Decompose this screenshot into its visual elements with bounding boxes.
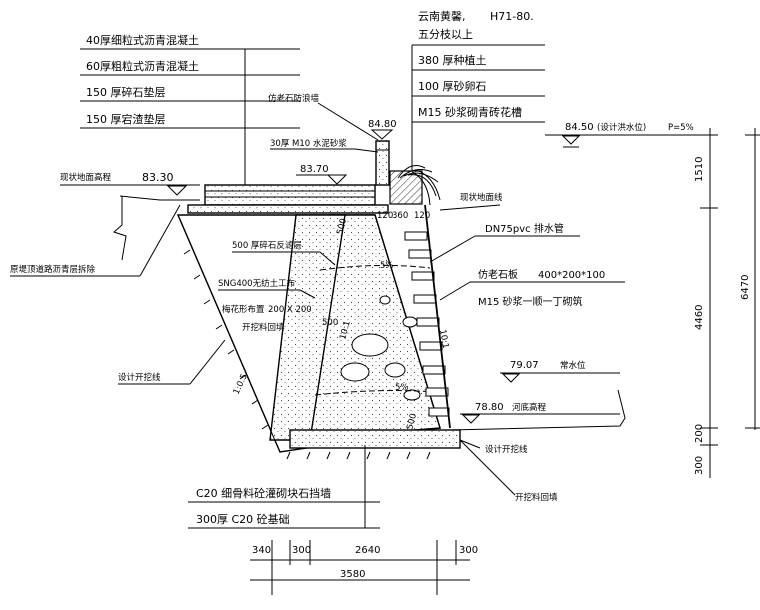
stone-facing — [404, 231, 450, 417]
elev-ground: 83.30 — [142, 171, 174, 184]
pipe-grid-label: 200 X 200 — [268, 305, 312, 315]
layer-asphalt-coarse: 60厚粗粒式沥青混凝土 — [86, 59, 199, 73]
flood-level-label: (设计洪水位) — [597, 122, 646, 133]
dim-3580: 3580 — [340, 569, 365, 580]
stone-panel-label: 仿老石板 — [478, 268, 518, 281]
dim-300-right: 300 — [459, 545, 478, 556]
plant-species-height: H71-80. — [490, 10, 534, 23]
layer-gravel: 150 厚碎石垫层 — [86, 85, 166, 99]
elev-riverbed: 78.80 — [475, 402, 504, 413]
cap-wall: 仿老石防浪墙 84.80 30厚 M10 水泥砂浆 83.70 — [268, 93, 397, 186]
right-excavation-labels: 设计开挖线 开挖料回填 — [459, 439, 558, 503]
slope-5pct-lower: 5% — [395, 383, 409, 393]
dim-500-bottom: 500 — [405, 413, 419, 431]
dim-120-right: 120 — [414, 211, 430, 221]
existing-ground-label: 现状地面高程 — [60, 172, 112, 183]
dim-200: 200 — [694, 424, 705, 443]
planting-box — [389, 165, 441, 206]
dim-300-vertical: 300 — [694, 456, 705, 475]
mortar-label: 30厚 M10 水泥砂浆 — [270, 138, 347, 149]
vertical-dimensions: 1510 4460 200 300 6470 — [694, 128, 760, 478]
slope-1-0.5: 1:0.5 — [232, 372, 250, 396]
dim-120-left: 120 — [377, 211, 393, 221]
dim-4460: 4460 — [694, 305, 705, 330]
cap-stone-label: 仿老石防浪墙 — [268, 93, 320, 104]
demolish-label: 原堤顶道路沥青层拆除 — [10, 264, 96, 275]
planting-labels: 云南黄馨, H71-80. 五分枝以上 380 厚种植土 100 厚砂卵石 M1… — [411, 9, 545, 180]
horizontal-dimensions: 340 300 2640 300 3580 — [250, 540, 478, 595]
planting-gravel: 100 厚砂卵石 — [418, 80, 487, 93]
stone-size-label: 400*200*100 — [538, 270, 605, 281]
layer-asphalt-fine: 40厚细粒式沥青混凝土 — [86, 33, 199, 47]
left-labels: 原堤顶道路沥青层拆除 设计开挖线 — [10, 204, 226, 385]
retaining-wall — [176, 204, 461, 453]
pipe-spacing-label: 梅花形布置 — [222, 304, 265, 315]
plant-species-branches: 五分枝以上 — [418, 27, 473, 41]
panel-mortar-label: M15 砂浆一顺一丁砌筑 — [478, 295, 583, 308]
dim-1510: 1510 — [694, 157, 705, 182]
inner-labels: 500 厚碎石反滤层 SNG400无纺土工布 梅花形布置 200 X 200 开… — [218, 240, 336, 333]
slope-ratio: P=5% — [668, 123, 694, 133]
drain-pipe-label: DN75pvc 排水管 — [485, 222, 564, 235]
bottom-labels: C20 细骨料砼灌砌块石挡墙 300厚 C20 砼基础 — [188, 445, 380, 529]
existing-ground: 现状地面高程 83.30 — [60, 171, 200, 261]
existing-ground-line-label: 现状地面线 — [460, 192, 503, 203]
backfill-inner-label: 开挖料回填 — [242, 322, 285, 333]
elev-water: 79.07 — [510, 360, 539, 371]
planting-soil: 380 厚种植土 — [418, 53, 487, 67]
dim-340: 340 — [252, 545, 271, 556]
foundation-label: 300厚 C20 砼基础 — [196, 513, 290, 526]
gravel-filter-label: 500 厚碎石反滤层 — [232, 240, 302, 251]
plant-species-name: 云南黄馨, — [418, 9, 466, 23]
slope-10-1-outer: 10:1 — [437, 329, 450, 350]
elev-inner: 83.70 — [300, 164, 329, 175]
elev-flood: 84.50 — [565, 122, 594, 133]
wall-material-label: C20 细骨料砼灌砌块石挡墙 — [196, 486, 331, 500]
left-excavation-ticks — [183, 249, 431, 460]
dim-500-mid: 500 — [322, 318, 338, 328]
pavement-layer-labels: 40厚细粒式沥青混凝土 60厚粗粒式沥青混凝土 150 厚碎石垫层 150 厚宕… — [80, 33, 300, 190]
water-level-label: 常水位 — [560, 360, 586, 371]
excavation-right-label: 设计开挖线 — [485, 444, 528, 455]
elev-top: 84.80 — [368, 119, 397, 130]
dim-500-top: 500 — [335, 218, 349, 236]
dim-6470: 6470 — [740, 275, 751, 300]
slope-10-1-inner: 10:1 — [338, 320, 353, 341]
excavation-left-label: 设计开挖线 — [118, 372, 161, 383]
planting-masonry: M15 砂浆砌青砖花槽 — [418, 105, 522, 119]
geotextile-label: SNG400无纺土工布 — [218, 278, 295, 289]
slope-5pct-upper: 5% — [380, 261, 394, 271]
layer-slag: 150 厚宕渣垫层 — [86, 112, 166, 126]
water-levels: 84.50 (设计洪水位) P=5% 79.07 常水位 78.80 河底高程 — [449, 122, 710, 431]
wall-dimensions: 120 360 120 500 500 500 10:1 10:1 1:0.5 … — [232, 211, 451, 431]
dim-300-left: 300 — [292, 545, 311, 556]
right-labels: 现状地面线 DN75pvc 排水管 仿老石板 400*200*100 M15 砂… — [429, 192, 625, 308]
top-slab — [187, 184, 389, 214]
dim-360: 360 — [392, 211, 408, 221]
backfill-right-label: 开挖料回填 — [515, 492, 558, 503]
dim-2640: 2640 — [355, 545, 380, 556]
riverbed-label: 河底高程 — [512, 402, 547, 413]
